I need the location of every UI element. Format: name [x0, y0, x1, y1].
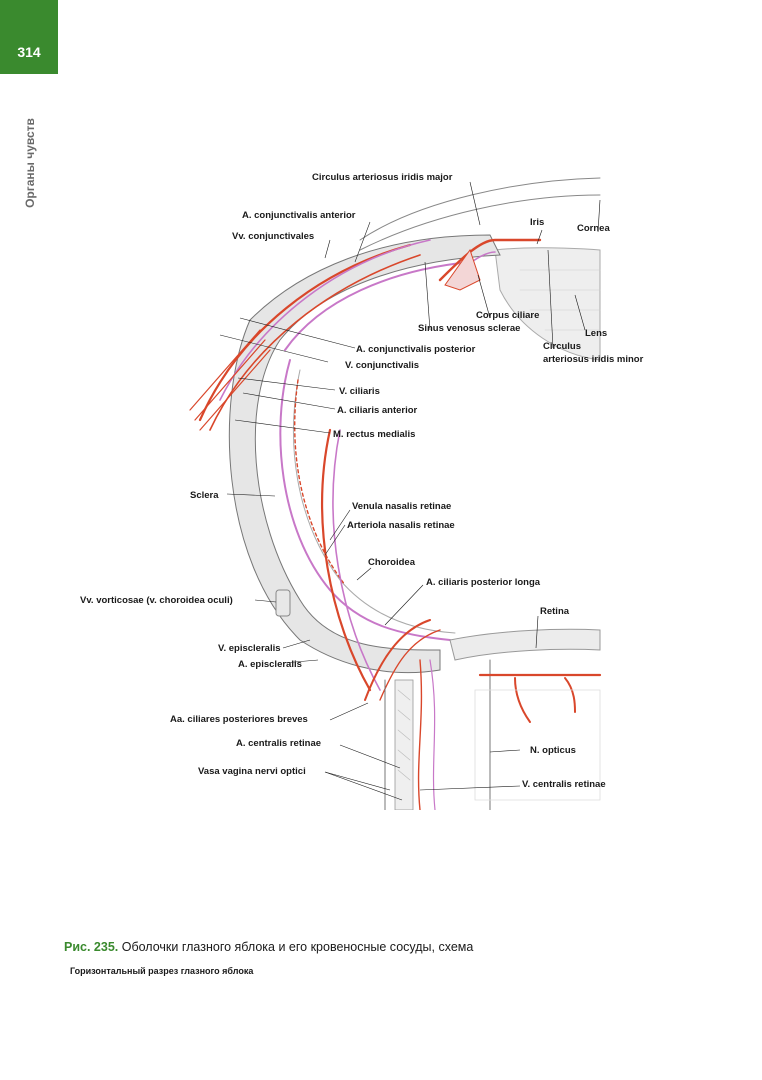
figure-title: Оболочки глазного яблока и его кровеносн… — [122, 940, 474, 954]
label-aa-ciliares-breves: Aa. ciliares posteriores breves — [170, 714, 308, 725]
label-iris: Iris — [530, 217, 544, 228]
label-sinus-venosus: Sinus venosus sclerae — [418, 323, 520, 334]
label-v-episcleralis: V. episcleralis — [218, 643, 281, 654]
eye-anatomy-illustration: Circulus arteriosus iridis major A. conj… — [0, 150, 762, 810]
label-v-centralis-retinae: V. centralis retinae — [522, 779, 606, 790]
label-a-ciliaris-post-longa: A. ciliaris posterior longa — [426, 577, 541, 588]
figure-caption: Рис. 235. Оболочки глазного яблока и его… — [64, 940, 744, 954]
label-m-rectus: M. rectus medialis — [333, 429, 415, 440]
label-a-ciliaris-anterior: A. ciliaris anterior — [337, 405, 418, 416]
label-retina: Retina — [540, 606, 570, 617]
label-v-ciliaris: V. ciliaris — [339, 386, 380, 397]
label-venula-nasalis: Venula nasalis retinae — [352, 501, 451, 512]
figure-subtitle: Горизонтальный разрез глазного яблока — [70, 966, 253, 976]
label-arteriola-nasalis: Arteriola nasalis retinae — [347, 520, 455, 531]
page-number-tab: 314 — [0, 0, 58, 74]
label-v-conjunctivalis: V. conjunctivalis — [345, 360, 419, 371]
label-vasa-vagina: Vasa vagina nervi optici — [198, 766, 306, 777]
label-vv-conjunctivales: Vv. conjunctivales — [232, 231, 314, 242]
page-number: 314 — [17, 44, 40, 60]
label-circulus-minor-2: arteriosus iridis minor — [543, 354, 644, 365]
figure-number: Рис. 235. — [64, 940, 118, 954]
label-lens: Lens — [585, 328, 607, 339]
label-choroidea: Choroidea — [368, 557, 416, 568]
label-vv-vorticosae: Vv. vorticosae (v. choroidea oculi) — [80, 595, 233, 606]
label-n-opticus: N. opticus — [530, 745, 576, 756]
label-cornea: Cornea — [577, 223, 610, 234]
label-a-episcleralis: A. episcleralis — [238, 659, 302, 670]
label-circulus-major: Circulus arteriosus iridis major — [312, 172, 453, 183]
label-a-conj-anterior: A. conjunctivalis anterior — [242, 210, 356, 221]
label-a-centralis-retinae: A. centralis retinae — [236, 738, 321, 749]
label-corpus-ciliare: Corpus ciliare — [476, 310, 539, 321]
label-a-conj-posterior: A. conjunctivalis posterior — [356, 344, 476, 355]
label-circulus-minor-1: Circulus — [543, 341, 581, 352]
label-sclera: Sclera — [190, 490, 219, 501]
